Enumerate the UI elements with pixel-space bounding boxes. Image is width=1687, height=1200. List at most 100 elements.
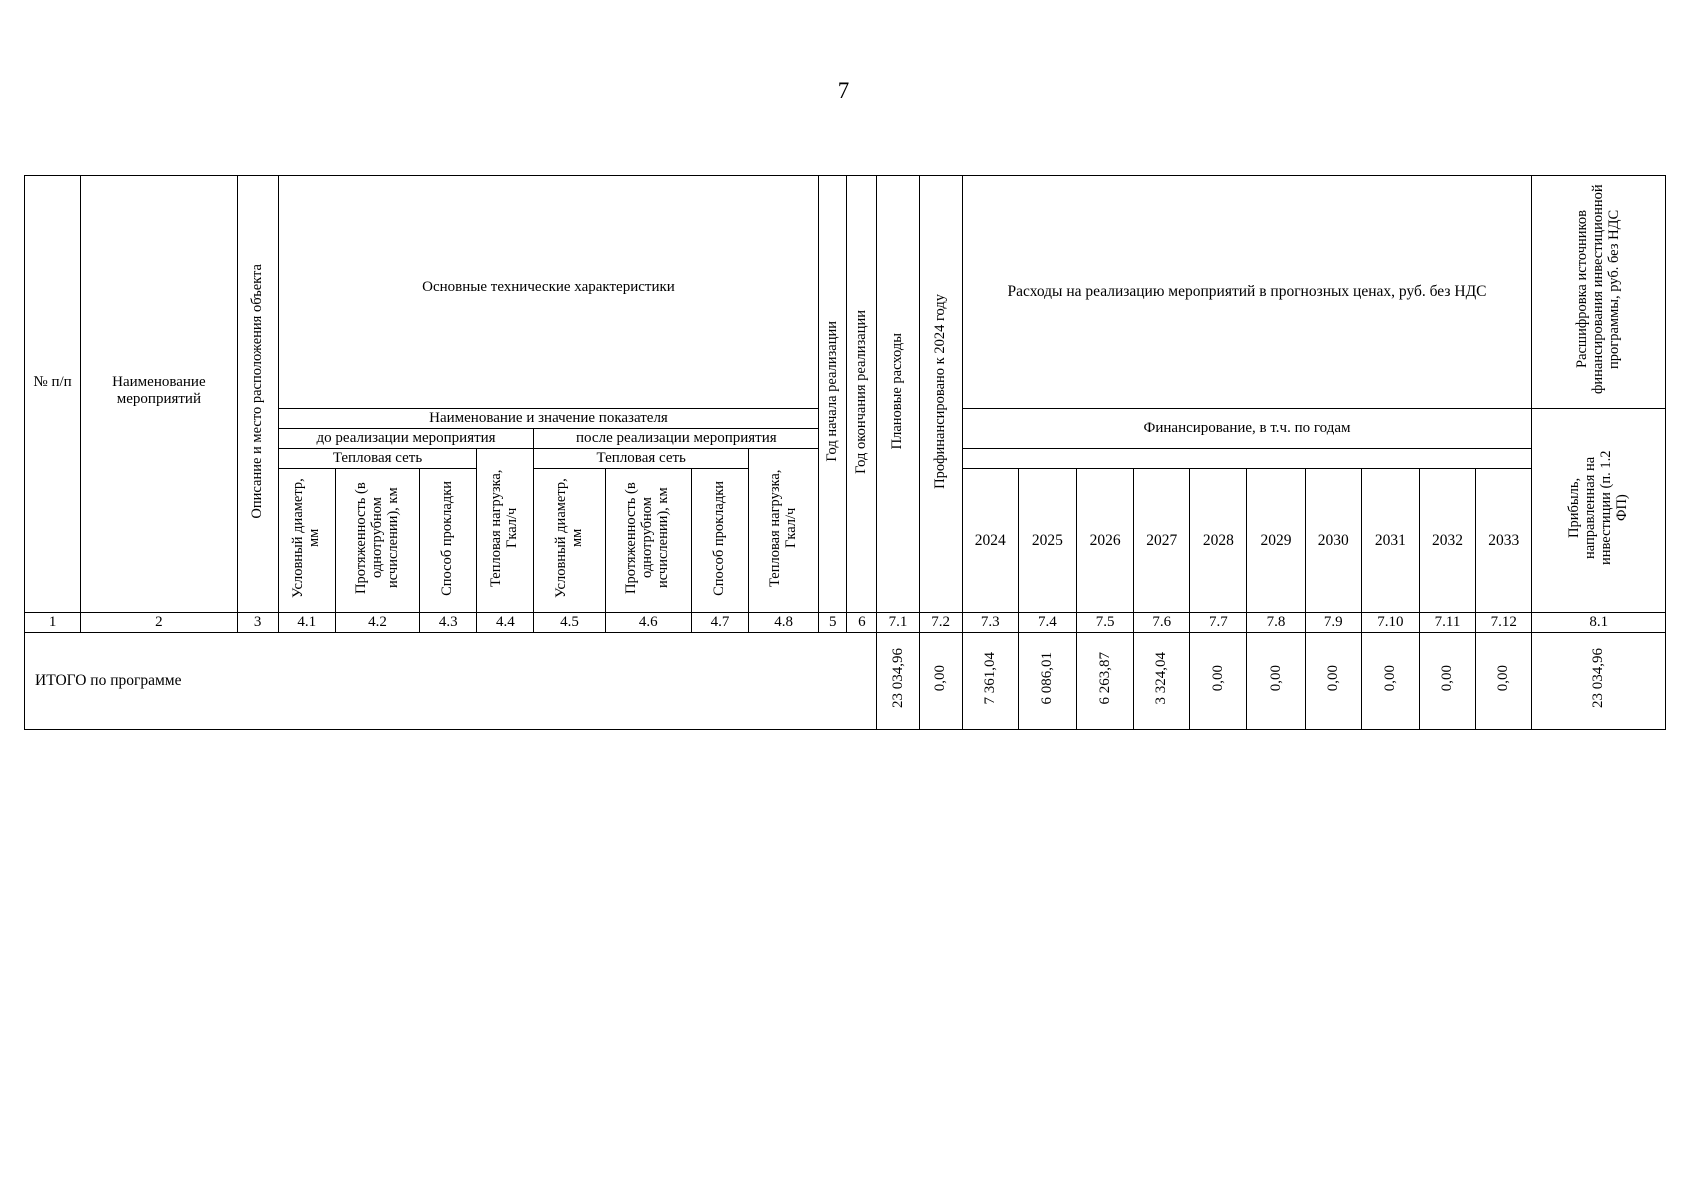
column-numbers-row: 1 2 3 4.1 4.2 4.3 4.4 4.5 4.6 4.7 4.8 5 …: [23, 611, 1666, 633]
col-header-financing: Финансирование, в т.ч. по годам: [961, 408, 1533, 449]
column-number: 4.1: [277, 611, 336, 633]
total-year-cell: 0,00: [1246, 631, 1306, 730]
col-header-load-before-text: Тепловая нагрузка, Гкал/ч: [488, 469, 521, 587]
year-header: 2030: [1304, 468, 1362, 613]
col-header-before: до реализации мероприятия: [277, 428, 535, 449]
column-number: 4.2: [334, 611, 421, 633]
total-year-value: 0,00: [1382, 665, 1399, 692]
col-header-description: Описание и место расположения объекта: [236, 175, 279, 613]
column-number: 5: [818, 611, 848, 633]
total-planned-value: 23 034,96: [889, 648, 906, 709]
column-number: 7.8: [1246, 611, 1306, 633]
total-profit: 23 034,96: [1531, 631, 1666, 730]
year-header: 2029: [1246, 468, 1306, 613]
col-header-sources: Расшифровка источников финансирования ин…: [1531, 175, 1666, 409]
column-number: 3: [236, 611, 279, 633]
col-header-tech: Основные технические характеристики: [277, 175, 820, 409]
year-header: 2033: [1475, 468, 1533, 613]
total-year-value: 0,00: [1324, 665, 1341, 692]
year-header: 2027: [1133, 468, 1191, 613]
total-year-cell: 0,00: [1475, 631, 1533, 730]
col-header-load-after-text: Тепловая нагрузка, Гкал/ч: [766, 469, 799, 587]
total-profit-value: 23 034,96: [1590, 648, 1607, 709]
col-header-year-start-text: Год начала реализации: [823, 321, 840, 462]
column-number: 6: [846, 611, 878, 633]
column-number: 4.5: [533, 611, 606, 633]
year-header: 2026: [1075, 468, 1135, 613]
col-header-laying-before: Способ прокладки: [419, 468, 478, 613]
col-header-length-before: Протяженность (в однотрубном исчислении)…: [334, 468, 421, 613]
total-year-cell: 6 263,87: [1075, 631, 1135, 730]
col-header-planned: Плановые расходы: [876, 175, 920, 613]
column-number: 2: [80, 611, 238, 633]
column-number: 7.4: [1017, 611, 1077, 633]
column-number: 4.8: [748, 611, 820, 633]
total-year-value: 0,00: [1495, 665, 1512, 692]
column-number: 4.6: [604, 611, 692, 633]
year-header: 2028: [1189, 468, 1248, 613]
col-header-length-after: Протяженность (в однотрубном исчислении)…: [604, 468, 692, 613]
col-header-diameter-after: Условный диаметр, мм: [533, 468, 606, 613]
col-header-expenses: Расходы на реализацию мероприятий в прог…: [961, 175, 1533, 409]
column-number: 7.5: [1075, 611, 1135, 633]
col-header-heat-network-before: Тепловая сеть: [277, 448, 478, 469]
col-header-num: № п/п: [23, 175, 82, 613]
investment-program-table: № п/п Наименование мероприятий Описание …: [23, 175, 1666, 730]
col-header-tech-text: Основные технические характеристики: [422, 278, 675, 295]
total-year-value: 6 086,01: [1039, 652, 1056, 705]
col-header-profit: Прибыль, направленная на инвестиции (п. …: [1531, 408, 1666, 613]
total-label: ИТОГО по программе: [23, 631, 878, 730]
page-number: 7: [837, 78, 850, 103]
column-number: 7.2: [918, 611, 963, 633]
col-header-after: после реализации мероприятия: [533, 428, 820, 449]
col-header-length-before-text: Протяженность (в однотрубном исчислении)…: [352, 482, 401, 594]
column-number: 8.1: [1531, 611, 1666, 633]
column-number: 4.3: [419, 611, 478, 633]
col-header-description-text: Описание и место расположения объекта: [248, 264, 265, 519]
total-year-cell: 0,00: [1360, 631, 1420, 730]
total-prefinanced: 0,00: [918, 631, 963, 730]
column-number: 4.7: [690, 611, 750, 633]
col-header-sources-text: Расшифровка источников финансирования ин…: [1573, 184, 1622, 395]
col-header-diameter-before-text: Условный диаметр, мм: [289, 478, 322, 598]
total-year-value: 0,00: [1267, 665, 1284, 692]
total-year-cell: 0,00: [1418, 631, 1477, 730]
col-header-year-start: Год начала реализации: [818, 175, 848, 613]
col-header-heat-network-after: Тепловая сеть: [533, 448, 750, 469]
col-header-expenses-text: Расходы на реализацию мероприятий в прог…: [1007, 283, 1487, 301]
column-number: 1: [23, 611, 82, 633]
total-year-cell: 6 086,01: [1017, 631, 1077, 730]
column-number: 7.10: [1360, 611, 1420, 633]
total-row: ИТОГО по программе 23 034,96 0,00 7 361,…: [23, 631, 1666, 730]
col-header-load-after: Тепловая нагрузка, Гкал/ч: [748, 448, 820, 613]
year-header: 2024: [961, 468, 1019, 613]
total-year-value: 0,00: [1210, 665, 1227, 692]
column-number: 7.3: [961, 611, 1019, 633]
col-header-laying-after-text: Способ прокладки: [710, 480, 727, 596]
col-header-prefinanced-text: Профинансировано к 2024 году: [931, 294, 948, 489]
col-header-year-end-text: Год окончания реализации: [852, 309, 869, 474]
column-number: 7.7: [1189, 611, 1248, 633]
total-year-cell: 3 324,04: [1133, 631, 1191, 730]
total-year-cell: 0,00: [1304, 631, 1362, 730]
column-number: 7.11: [1418, 611, 1477, 633]
col-header-load-before: Тепловая нагрузка, Гкал/ч: [476, 448, 535, 613]
year-header: 2032: [1418, 468, 1477, 613]
col-header-profit-text: Прибыль, направленная на инвестиции (п. …: [1565, 450, 1630, 566]
column-number: 7.9: [1304, 611, 1362, 633]
col-header-planned-text: Плановые расходы: [889, 333, 905, 450]
total-year-cell: 7 361,04: [961, 631, 1019, 730]
column-number: 7.1: [876, 611, 920, 633]
col-header-indicator: Наименование и значение показателя: [277, 408, 820, 429]
total-year-value: 7 361,04: [981, 652, 998, 705]
column-number: 7.6: [1133, 611, 1191, 633]
financing-spacer: [961, 448, 1533, 469]
year-header: 2025: [1017, 468, 1077, 613]
total-year-value: 3 324,04: [1153, 652, 1170, 705]
column-number: 7.12: [1475, 611, 1533, 633]
col-header-diameter-after-text: Условный диаметр, мм: [552, 478, 585, 598]
total-year-value: 0,00: [1439, 665, 1456, 692]
total-year-value: 6 263,87: [1096, 652, 1113, 705]
year-header: 2031: [1360, 468, 1420, 613]
total-prefinanced-value: 0,00: [932, 665, 949, 692]
